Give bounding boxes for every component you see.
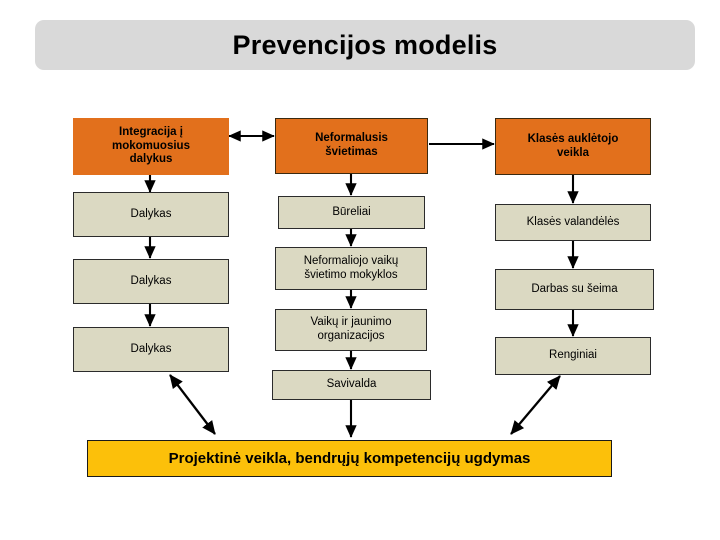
node-savivalda-label: Savivalda — [326, 378, 377, 391]
node-renginiai-label: Renginiai — [549, 349, 597, 362]
node-neformaliojo-mokyklos-label: Neformaliojo vaikų švietimo mokyklos — [303, 254, 399, 281]
node-dalykas-2[interactable]: Dalykas — [73, 259, 229, 304]
node-organizacijos-label: Vaikų ir jaunimo organizacijos — [310, 316, 392, 342]
node-organizacijos[interactable]: Vaikų ir jaunimo organizacijos — [275, 309, 427, 351]
node-bureliai[interactable]: Būreliai — [278, 196, 425, 229]
node-klases-aukletojo-label: Klasės auklėtojo veikla — [527, 132, 619, 159]
arrow-renginiai-to-footer — [510, 375, 561, 435]
arrow-dalykas-3-to-footer — [169, 374, 216, 435]
node-neformalusis-label: Neformalusis švietimas — [315, 132, 388, 158]
node-projektine-veikla[interactable]: Projektinė veikla, bendrųjų kompetencijų… — [87, 440, 612, 477]
node-darbas-su-seima-label: Darbas su šeima — [531, 282, 618, 295]
node-dalykas-3-label: Dalykas — [130, 342, 172, 355]
node-klases-valandeles[interactable]: Klasės valandėlės — [495, 204, 651, 241]
node-darbas-su-seima[interactable]: Darbas su šeima — [495, 269, 654, 310]
page-title: Prevencijos modelis — [232, 29, 498, 60]
node-integracija-label: Integracija į mokomuosius dalykus — [112, 126, 190, 166]
node-dalykas-1-label: Dalykas — [130, 207, 172, 220]
node-dalykas-1[interactable]: Dalykas — [73, 192, 229, 237]
node-klases-aukletojo[interactable]: Klasės auklėtojo veikla — [495, 118, 651, 175]
node-neformalusis[interactable]: Neformalusis švietimas — [275, 118, 428, 174]
page-title-banner: Prevencijos modelis — [35, 20, 695, 70]
node-dalykas-2-label: Dalykas — [130, 274, 172, 287]
node-bureliai-label: Būreliai — [332, 205, 371, 218]
node-integracija[interactable]: Integracija į mokomuosius dalykus — [73, 118, 229, 175]
node-klases-valandeles-label: Klasės valandėlės — [526, 215, 620, 228]
node-neformaliojo-mokyklos[interactable]: Neformaliojo vaikų švietimo mokyklos — [275, 247, 427, 290]
node-renginiai[interactable]: Renginiai — [495, 337, 651, 375]
node-savivalda[interactable]: Savivalda — [272, 370, 431, 400]
node-dalykas-3[interactable]: Dalykas — [73, 327, 229, 372]
node-projektine-veikla-label: Projektinė veikla, bendrųjų kompetencijų… — [168, 449, 531, 467]
